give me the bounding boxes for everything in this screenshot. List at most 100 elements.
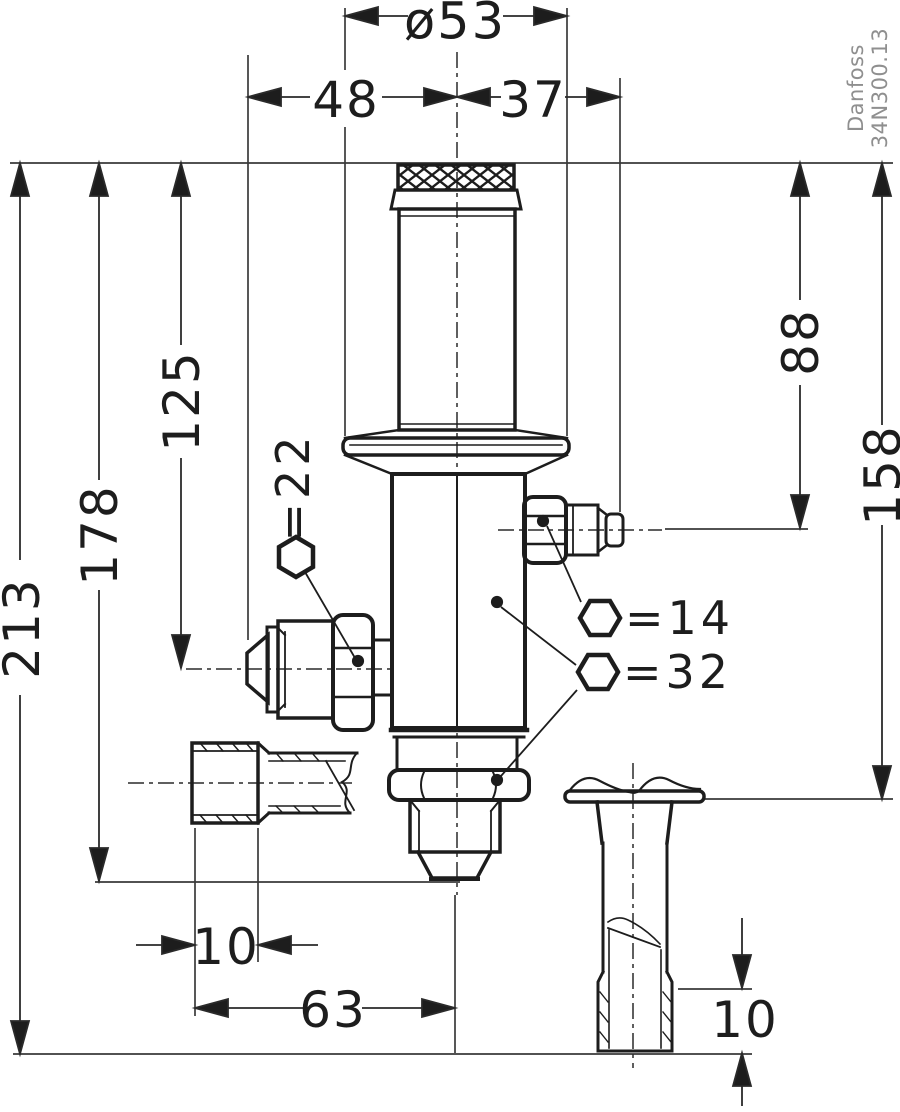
side-port-cone: [596, 506, 609, 554]
title-block: Danfoss 34N300.13: [844, 28, 892, 148]
bottom-nut: [387, 768, 531, 802]
outlet-break-diagonal: [606, 926, 662, 949]
cap-skirt: [389, 188, 523, 211]
arrow-up: [88, 159, 110, 197]
leader-dot-32-nut: [490, 773, 504, 787]
outlet-tube-group: [563, 776, 706, 1053]
dim-text-213: 213: [0, 577, 51, 678]
arrow-left: [244, 86, 282, 108]
leader-lines: [304, 514, 582, 787]
left-port-chamfers: [276, 626, 287, 713]
knurled-cap: [396, 163, 516, 192]
left-port-group: [245, 613, 394, 732]
side-port-body: [564, 503, 600, 557]
dim-text-125: 125: [153, 350, 211, 451]
arrow-down: [88, 847, 110, 885]
outlet-socket-hatch: [599, 991, 672, 1043]
arrow-down: [789, 494, 811, 532]
bottom-flare-cone: [415, 849, 494, 880]
dimension-texts: ø53 48 37 213 178 125 88 158 10 63 10: [0, 0, 900, 1049]
outlet-socket-walls: [596, 969, 674, 1053]
dim-height-bottom-fitting: [88, 159, 110, 885]
arrow-down: [871, 765, 893, 803]
hex-symbols: [276, 534, 623, 692]
outlet-flare-plate: [563, 789, 706, 804]
flange-shoulder-bottom: [343, 453, 569, 476]
dim-tube-to-center: [191, 997, 459, 1019]
hex-icon-32: [575, 652, 621, 692]
arrow-mid-right: [423, 86, 461, 108]
drawing-number: 34N300.13: [868, 28, 892, 148]
dim-outlet-socket: [731, 918, 753, 1106]
arrow-right: [161, 934, 199, 956]
tube-socket: [190, 741, 260, 825]
arrow-right: [533, 5, 571, 27]
hex-label-texts: =22 =14 =32: [266, 432, 734, 699]
leader-22: [304, 571, 356, 659]
dim-overall-height: [9, 159, 31, 1058]
outlet-neck: [595, 800, 674, 845]
brand-name: Danfoss: [844, 44, 868, 132]
extension-lines: [10, 8, 893, 1055]
leader-32-body: [500, 606, 577, 666]
arrow-left: [341, 5, 379, 27]
bottom-thread-stub: [408, 798, 502, 854]
dim-height-left-port: [170, 159, 192, 672]
dim-text-158: 158: [854, 424, 900, 525]
leader-dot-32-body: [490, 595, 504, 609]
left-port-stub: [371, 638, 394, 697]
arrow-up: [789, 159, 811, 197]
tube-socket-hatch: [198, 741, 255, 825]
hex-icon-22: [276, 534, 316, 580]
dimension-lines: [9, 5, 893, 1106]
arrow-down: [170, 634, 192, 672]
bottom-nut-facets: [420, 770, 497, 800]
hex-text-32: =32: [623, 645, 732, 699]
dim-text-37: 37: [499, 71, 567, 129]
leader-32-nut: [500, 689, 578, 777]
dim-tube-socket-left: [136, 934, 318, 956]
upper-cylinder: [397, 207, 517, 432]
arrow-right: [421, 997, 459, 1019]
outlet-break-curve: [606, 917, 662, 946]
tube-step: [255, 740, 272, 826]
arrow-up: [9, 159, 31, 197]
arrow-up: [170, 159, 192, 197]
hex-body: [390, 472, 527, 730]
dim-48-37: [244, 86, 624, 108]
leader-dot-14: [536, 514, 550, 528]
clamp-flange: [341, 436, 571, 457]
tube-break-line: [340, 751, 359, 815]
dim-text-178: 178: [71, 484, 129, 585]
arrow-left: [254, 934, 292, 956]
solder-tube-group: [190, 740, 359, 826]
tube-hatch: [275, 752, 320, 814]
dim-text-63: 63: [299, 981, 367, 1039]
hex-text-14: =14: [625, 591, 734, 645]
arrow-down: [9, 1020, 31, 1058]
arrow-right: [586, 86, 624, 108]
side-port-group: [522, 495, 625, 565]
valve-body-group: [341, 163, 571, 881]
stub-chamfers: [408, 798, 502, 813]
leader-14: [546, 525, 582, 603]
arrow-down: [731, 954, 753, 992]
dim-text-48: 48: [312, 71, 380, 129]
tube-break-diagonal: [324, 759, 356, 812]
dim-top-diameter: [341, 5, 571, 27]
hex-icon-14: [577, 598, 623, 638]
dim-text-88: 88: [772, 308, 830, 376]
dim-height-outlet-flare: [871, 159, 893, 803]
side-port-tip: [604, 512, 625, 548]
arrow-up: [871, 159, 893, 197]
dim-height-side-port: [789, 159, 811, 532]
leader-dot-22: [351, 654, 365, 668]
dim-text-10-left: 10: [192, 918, 260, 976]
hex-text-22: =22: [266, 432, 320, 541]
dim-text-10-right: 10: [711, 991, 779, 1049]
dim-text-top-diameter: ø53: [404, 0, 506, 52]
arrow-mid-left: [453, 86, 491, 108]
arrow-up: [731, 1049, 753, 1087]
